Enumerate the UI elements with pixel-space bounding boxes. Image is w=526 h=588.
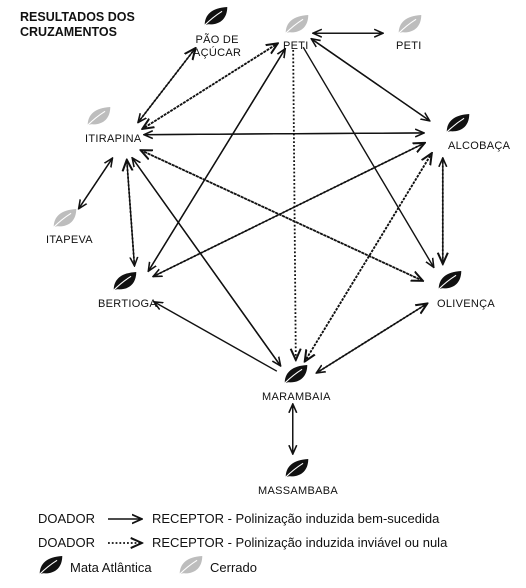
edge-marambaia-to-itirapina (132, 158, 282, 367)
edge-peti_1-to-olivenca (302, 46, 434, 267)
leaf-icon-itapeva (53, 208, 77, 228)
edge-itirapina-to-pao_de_acucar (137, 48, 195, 124)
node-label-itirapina: ITIRAPINA (85, 133, 142, 145)
edge-itapeva-to-itirapina (78, 158, 113, 210)
edge-olivenca-to-itirapina (141, 150, 424, 282)
edge-peti_1-to-marambaia (293, 49, 296, 360)
legend-solid-text: RECEPTOR - Polinização induzida bem-suce… (152, 511, 440, 526)
leaf-icon-alcobaca (446, 113, 470, 133)
leaf-icon-olivenca (438, 270, 462, 290)
leaf-icon-peti_2 (398, 14, 422, 34)
node-label-bertioga: BERTIOGA (98, 298, 158, 310)
leaf-icon-itirapina (87, 106, 111, 126)
leaf-icon-peti_1 (285, 14, 309, 34)
legend-atlantic-leaf-icon (39, 555, 63, 575)
legend-graphics (39, 519, 203, 575)
edge-alcobaca-to-itirapina (144, 133, 424, 135)
diagram-title: RESULTADOS DOS CRUZAMENTOS (20, 10, 135, 39)
leaf-icon-bertioga (113, 271, 137, 291)
node-label-olivenca: OLIVENÇA (437, 298, 496, 310)
edge-bertioga-to-itirapina (127, 160, 136, 266)
node-label-marambaia: MARAMBAIA (262, 391, 331, 403)
node-label-peti-1: PETI (283, 40, 309, 52)
legend-solid-donor: DOADOR (38, 511, 96, 526)
edge-alcobaca-to-peti_1 (311, 39, 431, 122)
edge-peti_1-to-itirapina (142, 42, 279, 129)
legend-cerrado-leaf-icon (179, 555, 203, 575)
edges-layer (79, 33, 443, 454)
legend-atlantic-label: Mata Atlântica (70, 560, 152, 575)
legend-dotted-text: RECEPTOR - Polinização induzida inviável… (152, 535, 448, 550)
node-label-alcobaca: ALCOBAÇA (448, 140, 511, 152)
edge-marambaia-to-bertioga (154, 302, 278, 372)
leaf-icon-massambaba (285, 458, 309, 478)
node-label-itapeva: ITAPEVA (46, 234, 93, 246)
node-label-peti-2: PETI (396, 40, 422, 52)
edge-marambaia-to-alcobaca (303, 153, 432, 363)
leaf-icon-pao_de_acucar (204, 6, 228, 26)
node-label-massambaba: MASSAMBABA (258, 485, 339, 497)
edge-bertioga-to-peti_1 (147, 49, 285, 272)
leaves-layer (53, 6, 470, 478)
edge-marambaia-to-olivenca (315, 303, 427, 374)
legend-cerrado-label: Cerrado (210, 560, 257, 575)
node-label-pao-de-acucar: PÃO DE AÇÚCAR (193, 34, 242, 59)
leaf-icon-marambaia (284, 364, 308, 384)
edge-itirapina-to-olivenca (140, 149, 423, 281)
legend-dotted-donor: DOADOR (38, 535, 96, 550)
edge-bertioga-to-alcobaca (152, 143, 425, 278)
